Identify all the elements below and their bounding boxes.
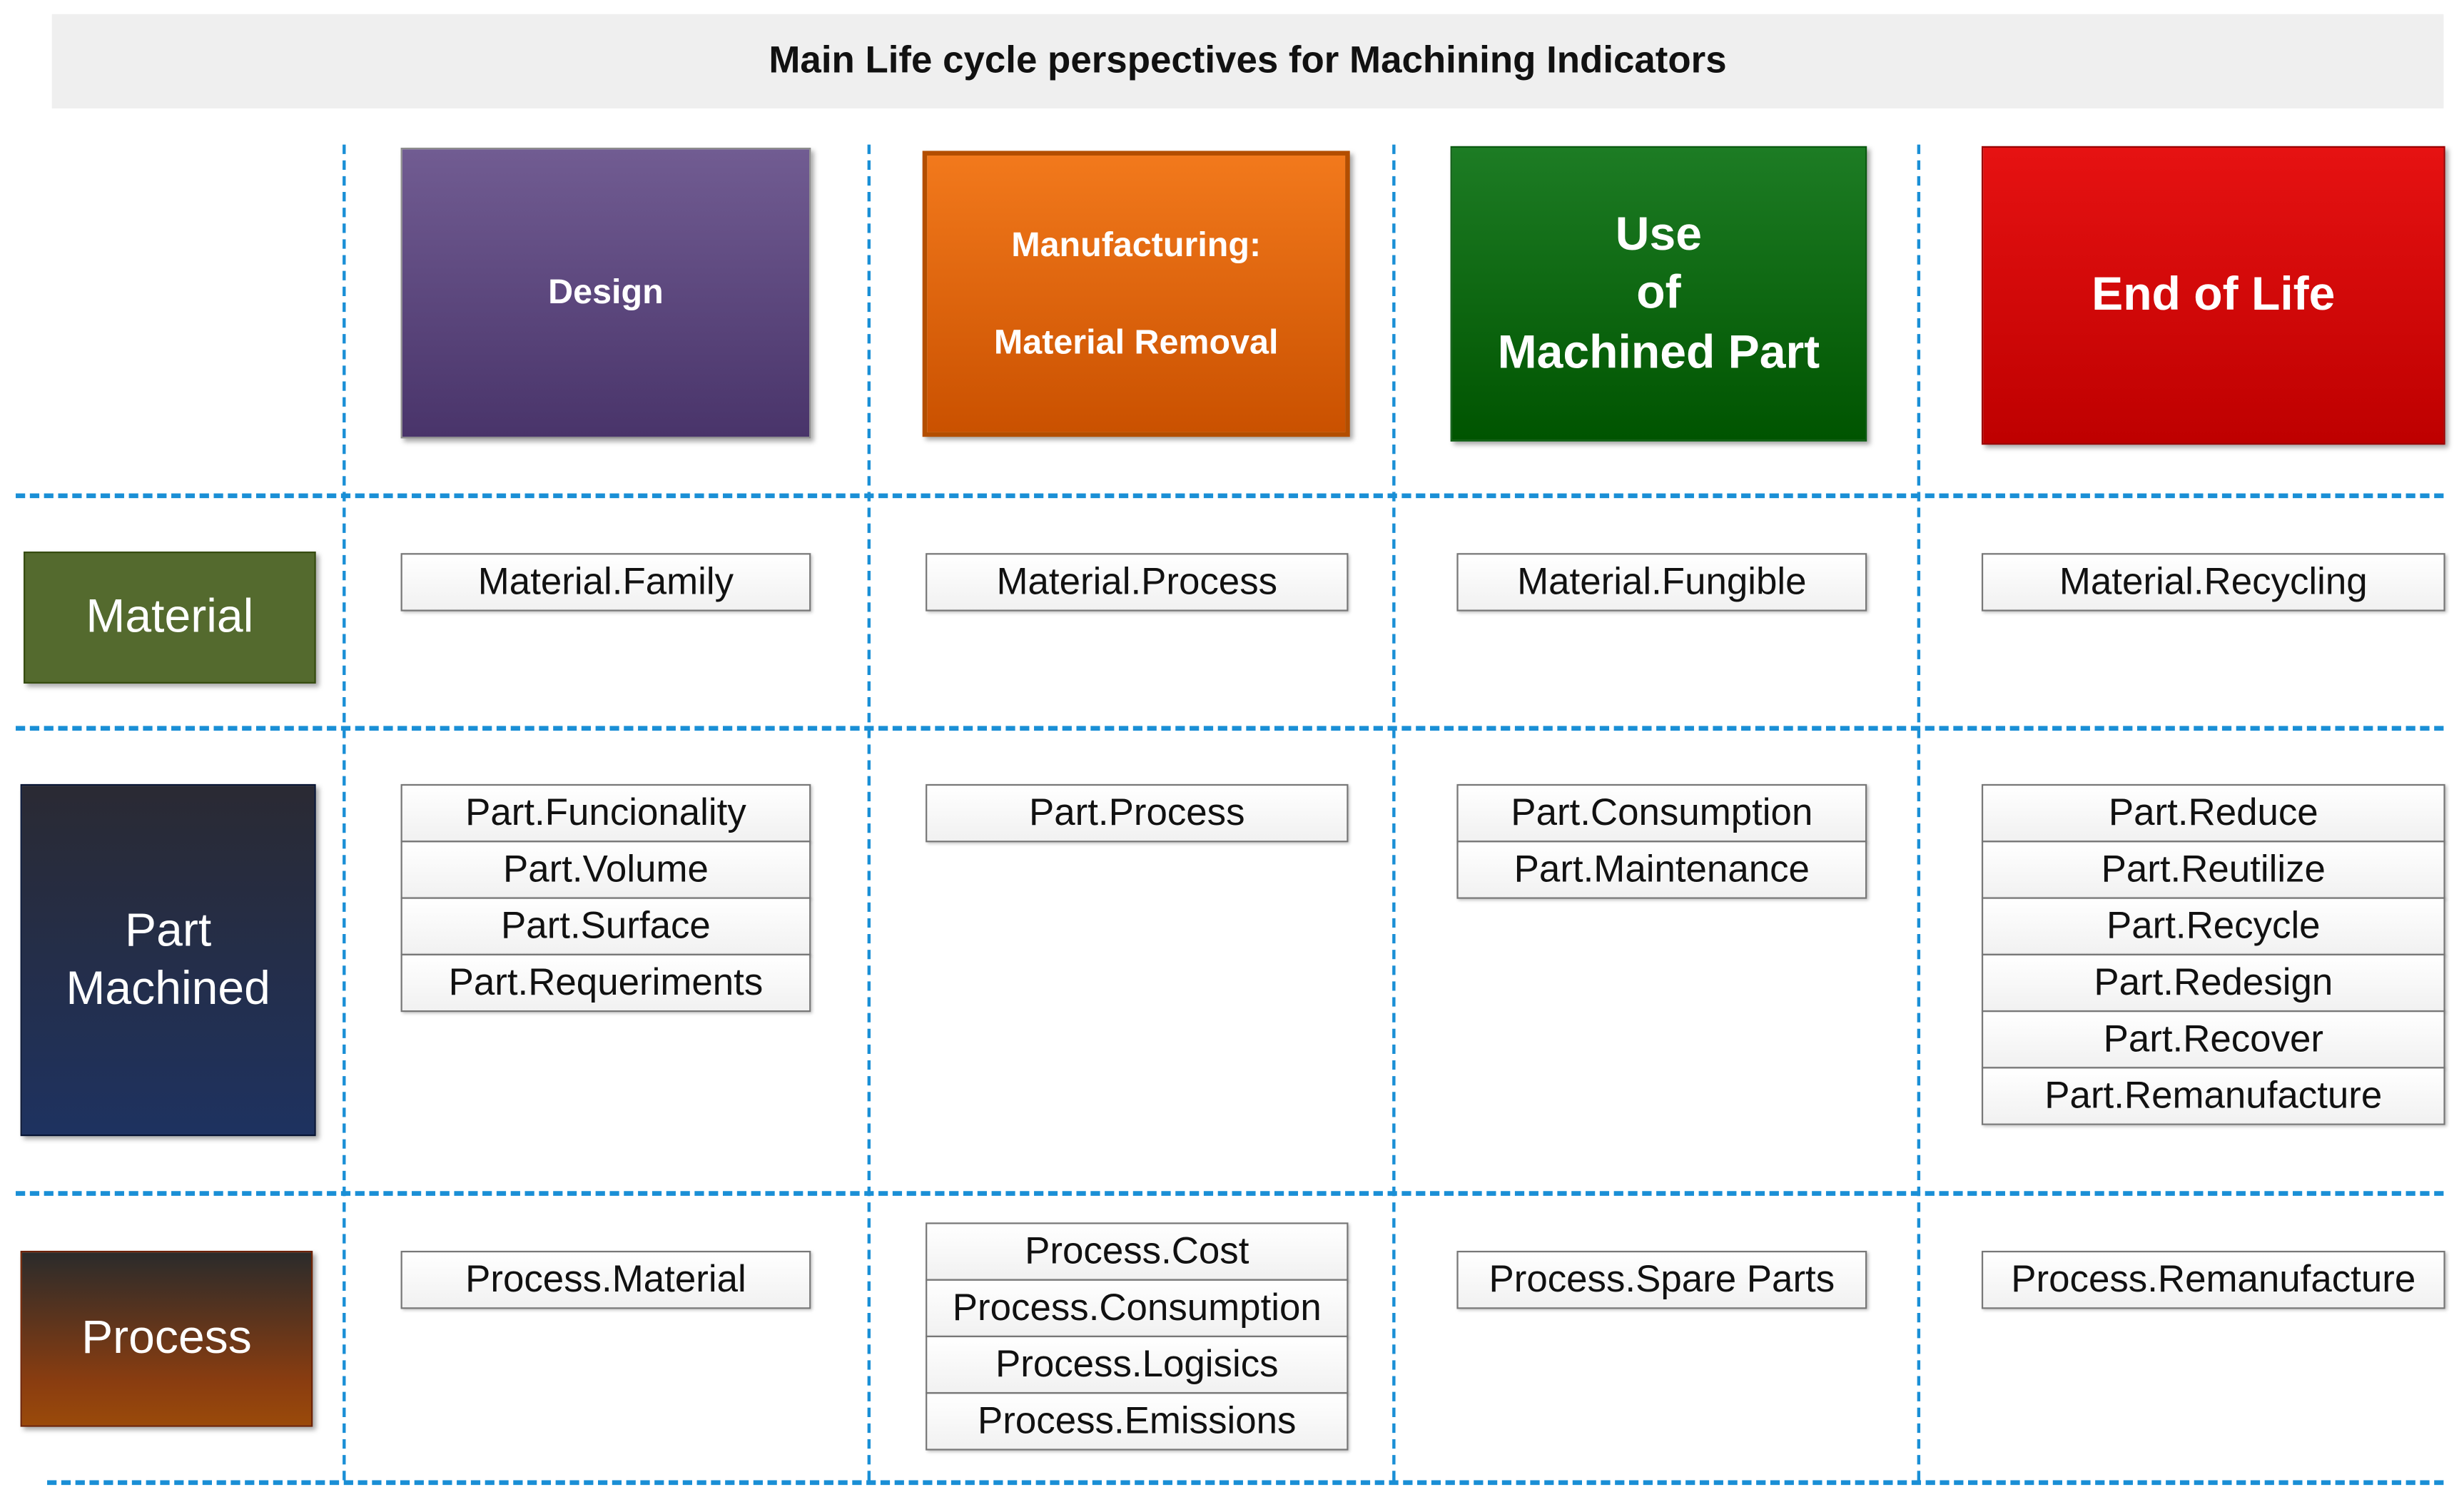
indicator-box: Process.Logisics xyxy=(926,1335,1349,1394)
phase-manufacturing: Manufacturing: Material Removal xyxy=(922,151,1350,437)
phase-end-of-life: End of Life xyxy=(1981,146,2445,445)
indicator-box: Process.Consumption xyxy=(926,1279,1349,1338)
phase-line: Use xyxy=(1615,208,1703,261)
phase-line: Machined Part xyxy=(1497,326,1820,379)
indicator-box: Part.Funcionality xyxy=(400,783,811,843)
row-label-line: Process xyxy=(81,1312,252,1365)
indicator-box: Material.Process xyxy=(926,553,1349,612)
column-separator xyxy=(1917,144,1921,1481)
indicator-box: Material.Family xyxy=(400,553,811,612)
indicator-box: Process.Cost xyxy=(926,1222,1349,1281)
row-label-process: Process xyxy=(20,1250,313,1427)
indicator-box: Process.Spare Parts xyxy=(1456,1250,1867,1309)
indicator-stack-process-design: Process.Material xyxy=(400,1250,811,1309)
indicator-stack-material-end-of-life: Material.Recycling xyxy=(1981,553,2445,612)
phase-line: Material Removal xyxy=(993,322,1279,362)
indicator-box: Part.Redesign xyxy=(1981,953,2445,1013)
indicator-stack-process-use: Process.Spare Parts xyxy=(1456,1250,1867,1309)
indicator-box: Part.Recycle xyxy=(1981,897,2445,955)
phase-line: Manufacturing: xyxy=(1011,225,1262,265)
row-label-line: Material xyxy=(86,591,254,644)
phase-line: Design xyxy=(548,272,664,312)
indicator-box: Process.Emissions xyxy=(926,1392,1349,1451)
phase-line: of xyxy=(1636,267,1681,320)
column-separator xyxy=(343,144,346,1481)
indicator-box: Material.Fungible xyxy=(1456,553,1867,612)
row-separator xyxy=(16,726,2444,731)
row-separator xyxy=(16,493,2444,499)
indicator-box: Process.Material xyxy=(400,1250,811,1309)
indicator-stack-process-end-of-life: Process.Remanufacture xyxy=(1981,1250,2445,1309)
indicator-box: Process.Remanufacture xyxy=(1981,1250,2445,1309)
row-label-line: Machined xyxy=(66,963,270,1015)
column-separator xyxy=(1392,144,1396,1481)
indicator-box: Part.Maintenance xyxy=(1456,841,1867,899)
row-label-line: Part xyxy=(125,904,212,957)
indicator-box: Part.Process xyxy=(926,783,1349,843)
indicator-box: Part.Consumption xyxy=(1456,783,1867,843)
indicator-box: Part.Reduce xyxy=(1981,783,2445,843)
indicator-box: Part.Recover xyxy=(1981,1010,2445,1069)
indicator-stack-material-use: Material.Fungible xyxy=(1456,553,1867,612)
row-separator xyxy=(47,1480,2444,1486)
indicator-box: Part.Remanufacture xyxy=(1981,1067,2445,1125)
phase-design: Design xyxy=(400,148,811,439)
diagram-title: Main Life cycle perspectives for Machini… xyxy=(51,14,2444,108)
indicator-box: Part.Surface xyxy=(400,897,811,955)
indicator-box: Part.Reutilize xyxy=(1981,841,2445,899)
phase-line: End of Life xyxy=(2092,269,2336,321)
indicator-box: Material.Recycling xyxy=(1981,553,2445,612)
indicator-stack-material-manufacturing: Material.Process xyxy=(926,553,1349,612)
indicator-box: Part.Volume xyxy=(400,841,811,899)
row-separator xyxy=(16,1191,2444,1196)
row-label-material: Material xyxy=(24,551,316,684)
indicator-box: Part.Requeriments xyxy=(400,953,811,1013)
indicator-stack-part-manufacturing: Part.Process xyxy=(926,783,1349,843)
indicator-stack-material-design: Material.Family xyxy=(400,553,811,612)
column-separator xyxy=(867,144,871,1481)
